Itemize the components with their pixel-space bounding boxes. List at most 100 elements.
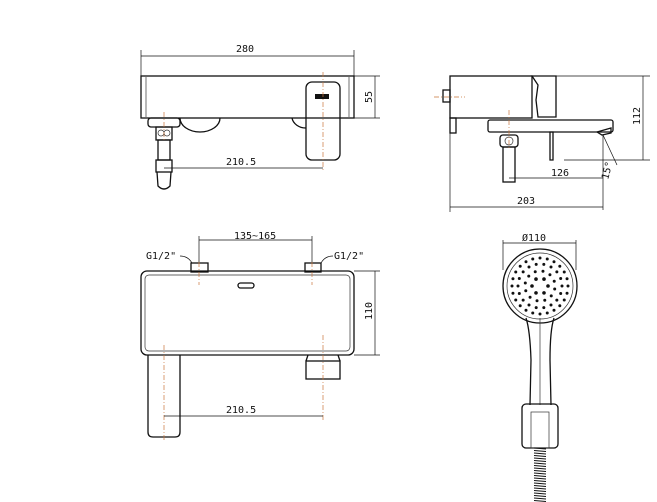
height-dimension-label: 55 — [364, 91, 375, 103]
nozzle-dot — [566, 284, 570, 288]
mixer-body — [140, 75, 355, 119]
handle-indicator — [315, 94, 329, 99]
nozzle-dot — [553, 287, 557, 291]
nozzle-dot — [527, 303, 531, 307]
top-view: 135~165 G1/2" G1/2" 210.5 110 — [140, 231, 380, 440]
shower-head — [502, 248, 578, 324]
nozzle-dot — [514, 270, 518, 274]
nozzle-dot — [542, 291, 546, 295]
front-view: 280 210.5 55 — [140, 44, 380, 190]
nozzle-dot — [555, 270, 559, 274]
hose-ring — [533, 460, 547, 462]
hose-ring — [533, 480, 547, 482]
depth-dimension-label: 203 — [517, 196, 535, 207]
hose-ring — [533, 452, 547, 455]
angle-label: 15° — [600, 160, 615, 180]
top-depth-label: 110 — [364, 302, 375, 320]
nozzle-dot — [530, 284, 534, 288]
nozzle-dot — [524, 289, 528, 293]
hose-ring — [533, 455, 547, 457]
shower-handle — [525, 317, 555, 406]
nozzle-dot — [527, 265, 531, 269]
nozzle-dot — [542, 277, 546, 281]
hose-ring — [533, 472, 547, 475]
side-view: 112 126 15° 203 — [434, 75, 650, 212]
nozzle-dot — [542, 262, 546, 266]
nozzle-dot — [527, 274, 531, 278]
top-spacing-label: 210.5 — [226, 405, 256, 416]
nozzle-dot — [521, 270, 525, 274]
nozzle-dot — [531, 257, 535, 261]
inlet-left-label: G1/2" — [146, 251, 176, 262]
shower-holder — [521, 403, 559, 449]
nozzle-dot — [562, 270, 566, 274]
nozzle-dot — [534, 277, 538, 281]
nozzle-dot — [528, 295, 532, 299]
hose-ring — [533, 457, 547, 460]
spout-dimension-label: 126 — [551, 168, 569, 179]
hose-ring — [533, 450, 547, 452]
nozzle-dot — [538, 256, 542, 260]
hose-ring — [533, 500, 547, 502]
nozzle-dot — [543, 298, 547, 302]
nozzle-dot — [560, 284, 564, 288]
width-dimension-label: 280 — [236, 44, 254, 55]
side-handle — [530, 75, 557, 118]
nozzle-dot — [548, 273, 552, 277]
inlet-right-label: G1/2" — [334, 251, 364, 262]
hose-ring — [533, 485, 547, 487]
hose-ring — [533, 487, 547, 490]
nozzle-dot — [555, 298, 559, 302]
nozzle-dot — [565, 277, 569, 281]
nozzle-dot — [533, 270, 537, 274]
hose-ring — [533, 492, 547, 495]
nozzle-dot — [518, 304, 522, 308]
nozzle-dot — [534, 291, 538, 295]
hose-ring — [533, 465, 547, 467]
nozzle-dot — [534, 306, 538, 310]
nozzle-dot — [511, 291, 515, 295]
nozzle-dot — [552, 279, 556, 283]
inlet-spacing-label: 135~165 — [234, 231, 276, 242]
hose-ring — [533, 482, 547, 485]
nozzle-dot — [545, 257, 549, 261]
nozzle-dot — [541, 269, 545, 273]
nozzle-dot — [559, 276, 563, 280]
nozzle-dot — [546, 284, 550, 288]
nozzle-dot — [535, 299, 539, 303]
nozzle-dot — [549, 303, 553, 307]
hose — [533, 447, 547, 502]
hose-ring — [533, 467, 547, 470]
nozzle-pattern — [510, 256, 570, 316]
nozzle-dot — [549, 265, 553, 269]
hose-ring — [533, 490, 547, 492]
hose-ring — [533, 495, 547, 497]
nozzle-dot — [542, 306, 546, 310]
nozzle-dot — [559, 292, 563, 296]
nozzle-dot — [562, 298, 566, 302]
nozzle-dot — [524, 308, 528, 312]
hose-ring — [533, 475, 547, 477]
side-height-label: 112 — [632, 107, 643, 125]
nozzle-dot — [534, 262, 538, 266]
nozzle-dot — [518, 264, 522, 268]
spacing-dimension-label: 210.5 — [226, 157, 256, 168]
nozzle-dot — [552, 260, 556, 264]
side-body — [449, 75, 533, 119]
diameter-label: Ø110 — [522, 232, 546, 244]
nozzle-dot — [511, 277, 515, 281]
hose-ring — [533, 477, 547, 480]
nozzle-dot — [516, 284, 520, 288]
nozzle-dot — [538, 312, 542, 316]
nozzle-dot — [514, 298, 518, 302]
nozzle-dot — [558, 304, 562, 308]
nozzle-dot — [517, 276, 521, 280]
top-body — [140, 270, 355, 356]
nozzle-dot — [565, 291, 569, 295]
hose-ring — [533, 470, 547, 472]
hose-ring — [533, 497, 547, 500]
nozzle-dot — [531, 311, 535, 315]
nozzle-dot — [523, 281, 527, 285]
nozzle-dot — [552, 308, 556, 312]
